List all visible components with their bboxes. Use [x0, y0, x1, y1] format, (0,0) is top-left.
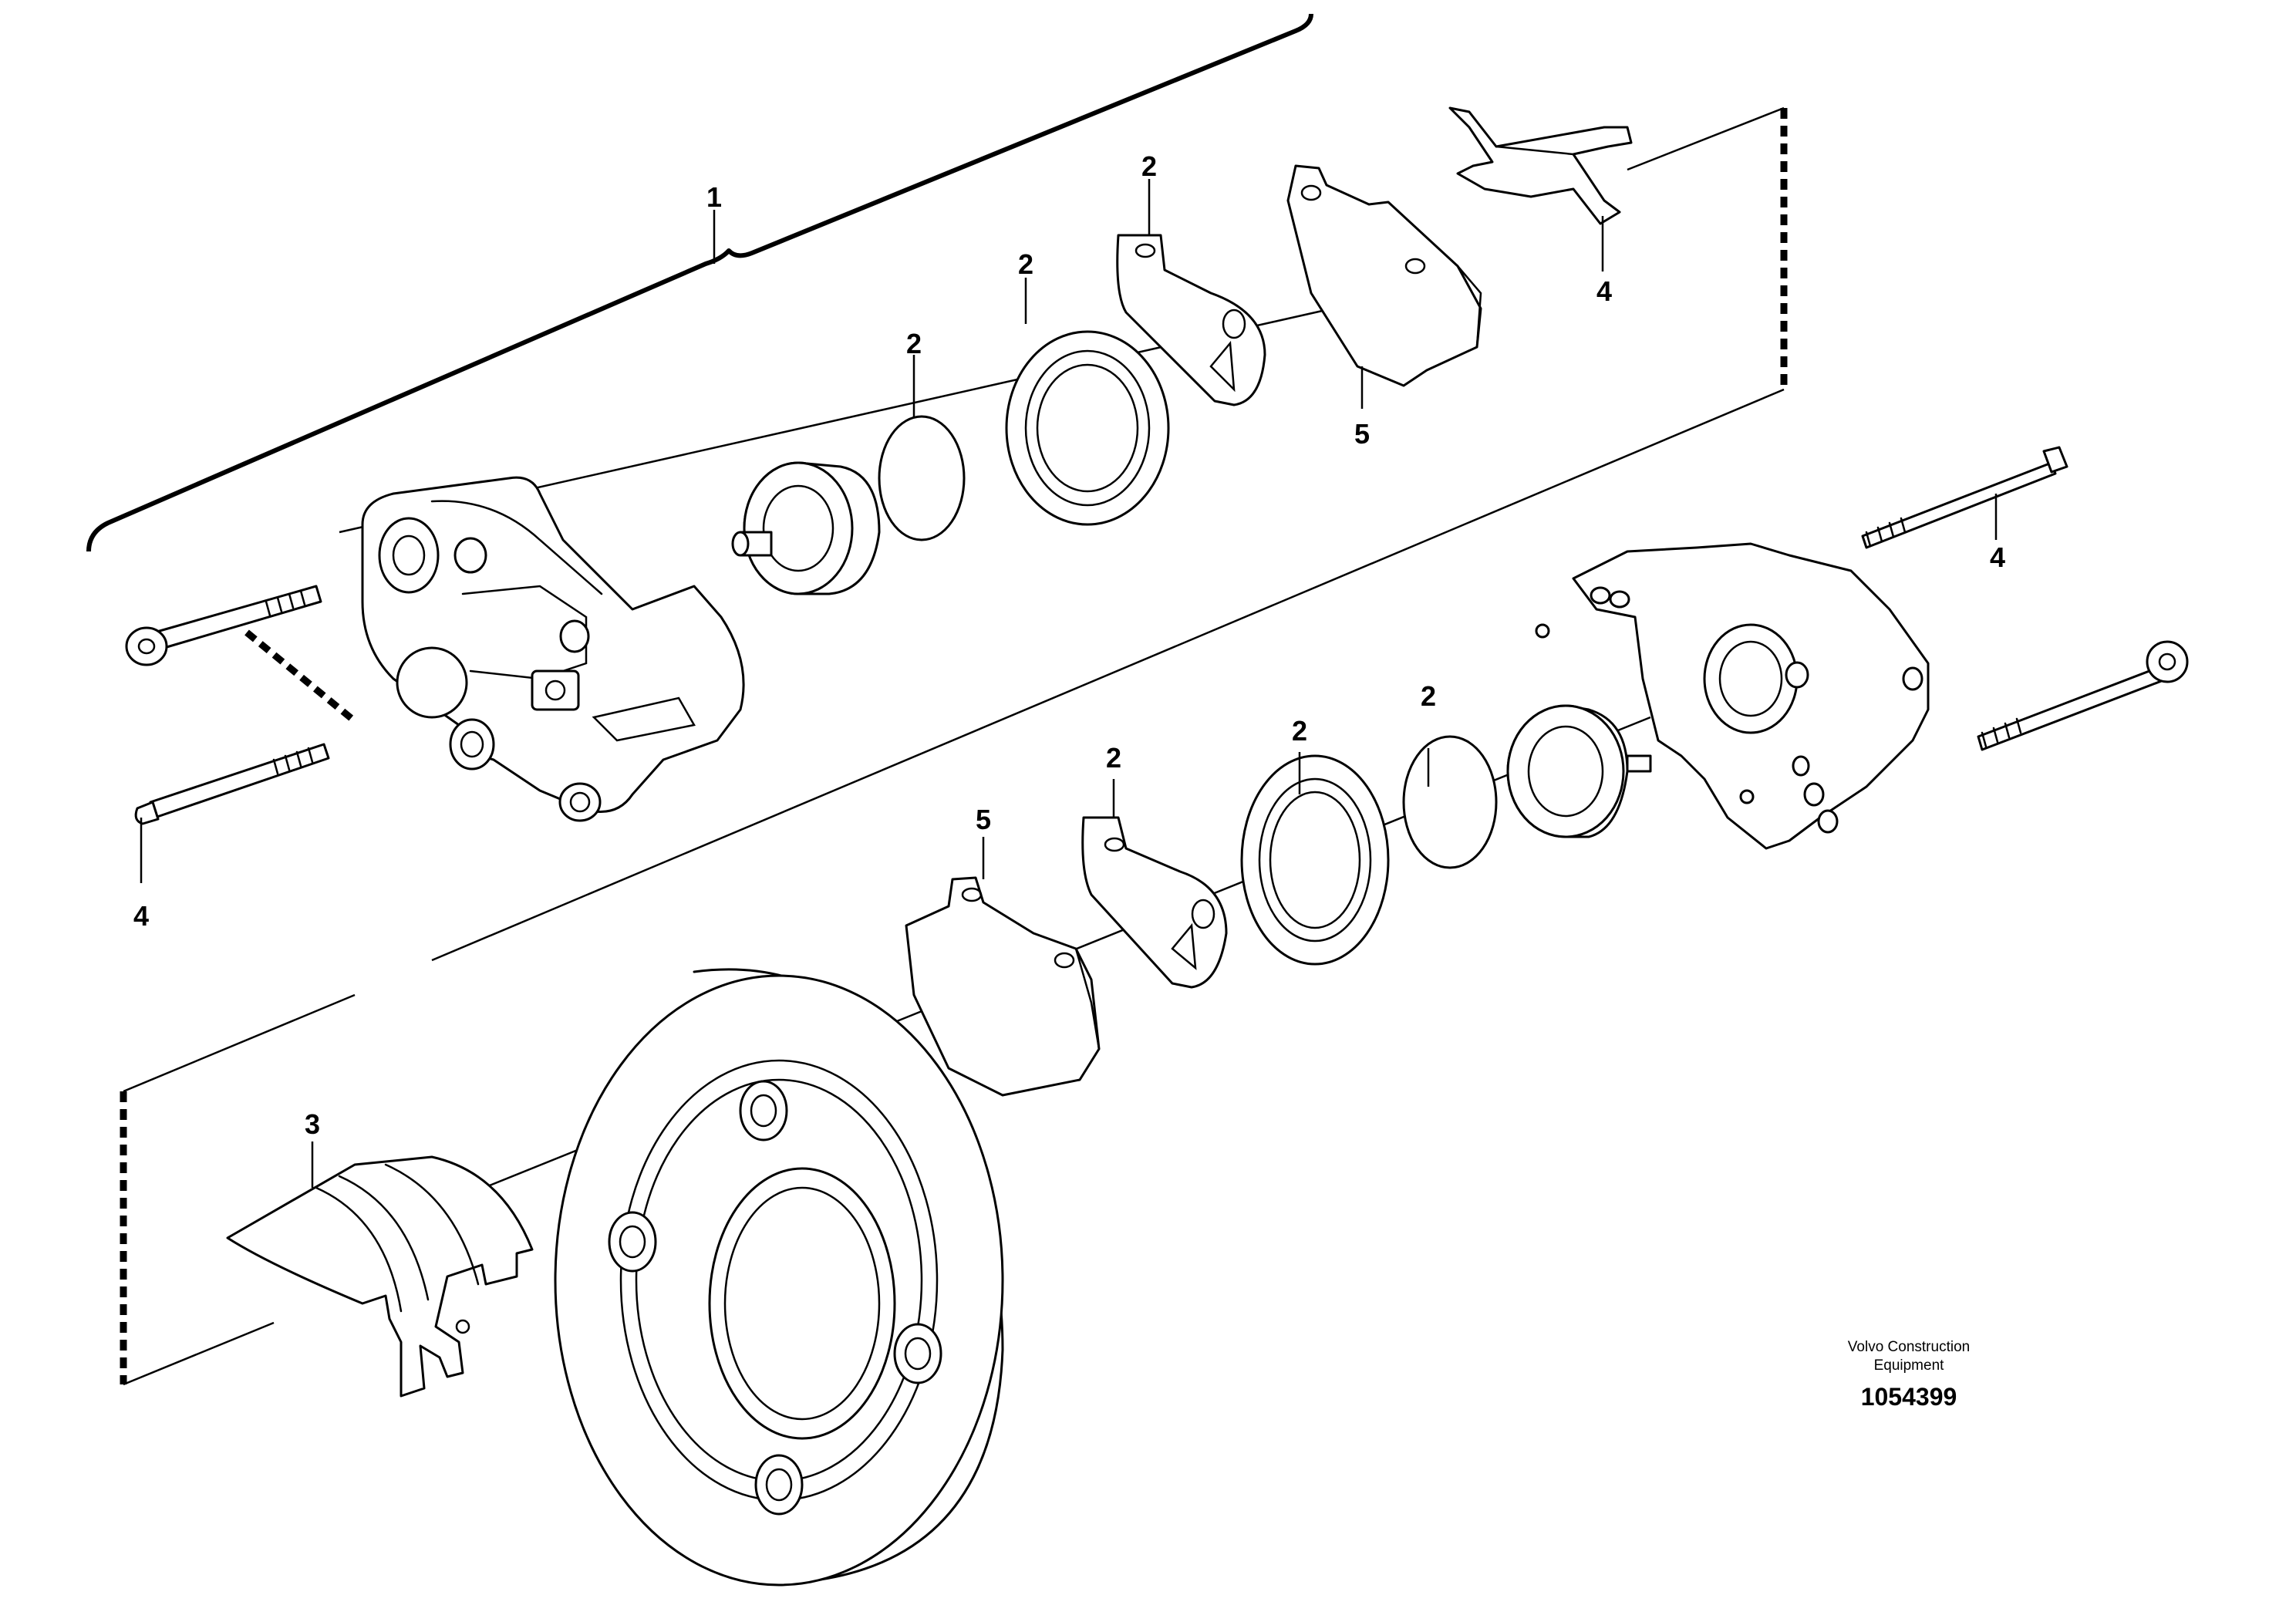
bolt-upper-right [1861, 446, 2068, 549]
piston-lower [1506, 704, 1652, 838]
brand-line-2: Equipment [1874, 1357, 1945, 1374]
callout-dust-seal-upper: 2 [1018, 248, 1033, 280]
lining-plate [226, 1155, 534, 1398]
callout-bolt-upper-right: 4 [1990, 541, 2005, 573]
callout-shim-lower: 2 [1106, 742, 1121, 774]
dust-seal-upper [1005, 330, 1170, 526]
seal-ring-lower [1402, 735, 1498, 869]
callout-pad-lower: 5 [976, 804, 991, 835]
drawing-number: 1054399 [1861, 1383, 1957, 1411]
callout-seal-ring-lower: 2 [1421, 680, 1436, 712]
callout-retaining-spring: 4 [1596, 275, 1612, 307]
seal-ring-upper [878, 415, 966, 541]
frame-line-top [1627, 106, 1785, 171]
frame-line-lower [123, 993, 356, 1093]
caliper-housing-right [1535, 542, 1930, 850]
callout-dust-seal-lower: 2 [1292, 715, 1307, 747]
assembly-bracket [86, 13, 1313, 552]
shim-lower [1081, 816, 1228, 989]
frame-line-bottom [123, 1321, 275, 1386]
callout-bolt-lower-left: 4 [133, 900, 149, 932]
callout-caliper-assembly: 1 [706, 181, 722, 213]
retaining-spring [1448, 106, 1633, 225]
piston-upper [731, 461, 881, 595]
callout-lining-plate: 3 [305, 1108, 320, 1140]
dashed-frame-mid [244, 629, 357, 724]
callout-shim-upper: 2 [1141, 150, 1157, 182]
bolt-lower-right [1977, 640, 2189, 751]
callout-pad-upper: 5 [1354, 418, 1370, 450]
brake-pad-upper [1286, 164, 1482, 387]
callout-seal-ring-upper: 2 [906, 328, 922, 359]
brake-pad-lower [905, 876, 1101, 1097]
brand-line-1: Volvo Construction [1848, 1339, 1970, 1355]
bolt-upper-left [125, 585, 322, 666]
caliper-housing-left [361, 476, 745, 822]
bolt-lower-left [134, 743, 330, 825]
brake-disc [554, 968, 1004, 1587]
frame-line-upper-right [431, 388, 1785, 962]
shim-upper [1116, 234, 1266, 406]
dust-seal-lower [1240, 754, 1390, 966]
